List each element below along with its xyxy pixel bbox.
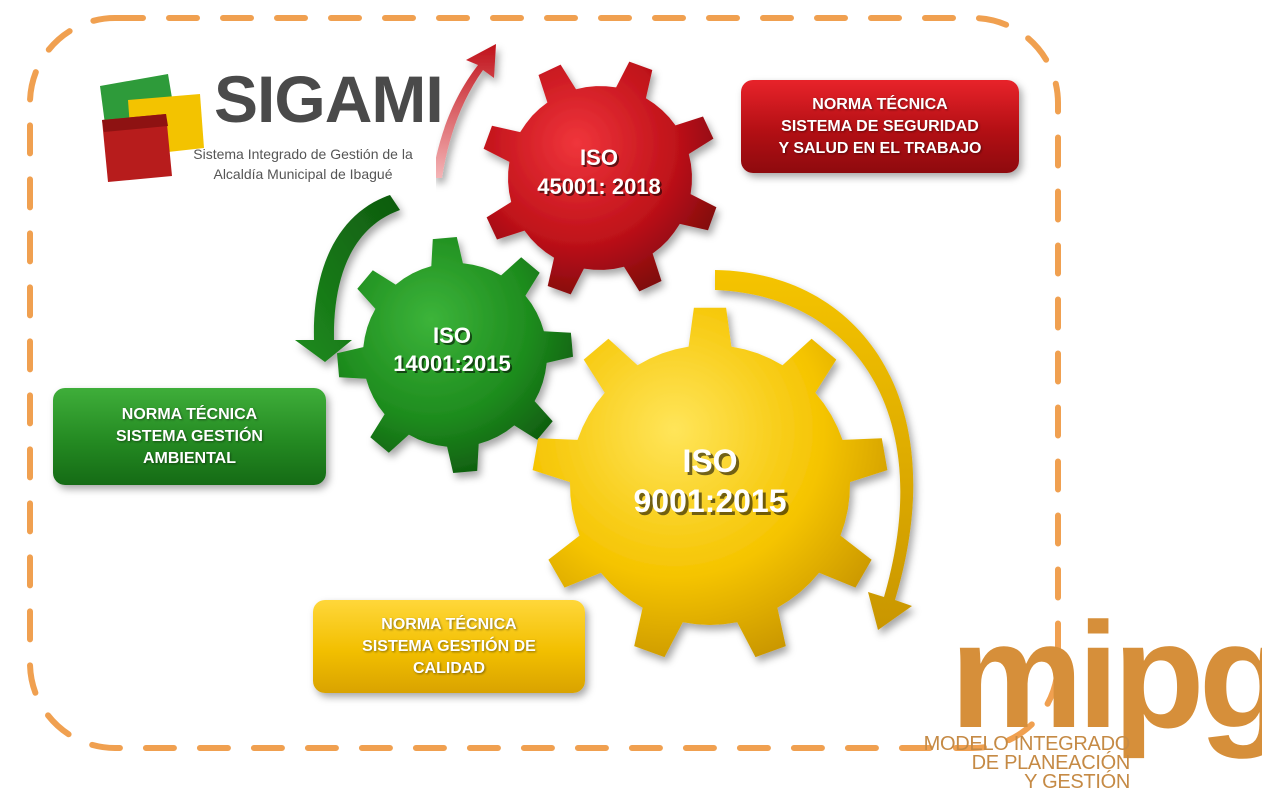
sigami-subtitle: Sistema Integrado de Gestión de la Alcal…: [193, 146, 413, 182]
box-gestion-calidad: NORMA TÉCNICA SISTEMA GESTIÓN DE CALIDAD: [313, 600, 585, 693]
sigami-name: SIGAMI: [214, 62, 444, 136]
gear-red-label-line2: 45001: 2018: [537, 174, 661, 199]
gear-iso-14001: [337, 237, 573, 473]
gear-red-label-line1-shadow: ISO: [582, 147, 620, 172]
yellow-arrow: [715, 270, 914, 630]
gear-yellow-label-line1-shadow: ISO: [685, 446, 740, 482]
gear-green-label: ISO ISO 14001:2015 14001:2015: [393, 323, 512, 378]
gear-red-label-line1: ISO: [580, 145, 618, 170]
mipg-logo: mipg: [950, 591, 1262, 759]
green-arrow: [295, 195, 400, 362]
gear-red-label-line2-shadow: 45001: 2018: [539, 176, 663, 201]
mipg-subtitle: MODELO INTEGRADO DE PLANEACIÓN Y GESTIÓN: [923, 733, 1131, 793]
gear-iso-45001: [483, 61, 717, 295]
gear-yellow-label-line2-shadow: 9001:2015: [636, 486, 789, 522]
box-gestion-ambiental: NORMA TÉCNICA SISTEMA GESTIÓN AMBIENTAL: [53, 388, 326, 485]
gear-green-label-line2-shadow: 14001:2015: [395, 353, 512, 378]
sigami-logo-mark: [100, 74, 204, 182]
gear-green-label-line2: 14001:2015: [393, 351, 510, 376]
gear-green-label-line1: ISO: [433, 323, 471, 348]
sigami-logo: SIGAMI Sistema Integrado de Gestión de l…: [52, 52, 444, 195]
gear-green-label-line1-shadow: ISO: [435, 325, 473, 350]
gear-iso-9001: [532, 307, 888, 658]
box-seguridad-salud: NORMA TÉCNICA SISTEMA DE SEGURIDAD Y SAL…: [741, 80, 1019, 173]
gear-yellow-label-line1: ISO: [682, 443, 737, 479]
dashed-frame: [27, 15, 1061, 751]
red-arrow: [432, 44, 496, 178]
gear-yellow-label-line2: 9001:2015: [633, 483, 786, 519]
gear-yellow-label: ISO ISO 9001:2015 9001:2015: [633, 443, 789, 522]
gear-red-label: ISO ISO 45001: 2018 45001: 2018: [537, 145, 663, 201]
